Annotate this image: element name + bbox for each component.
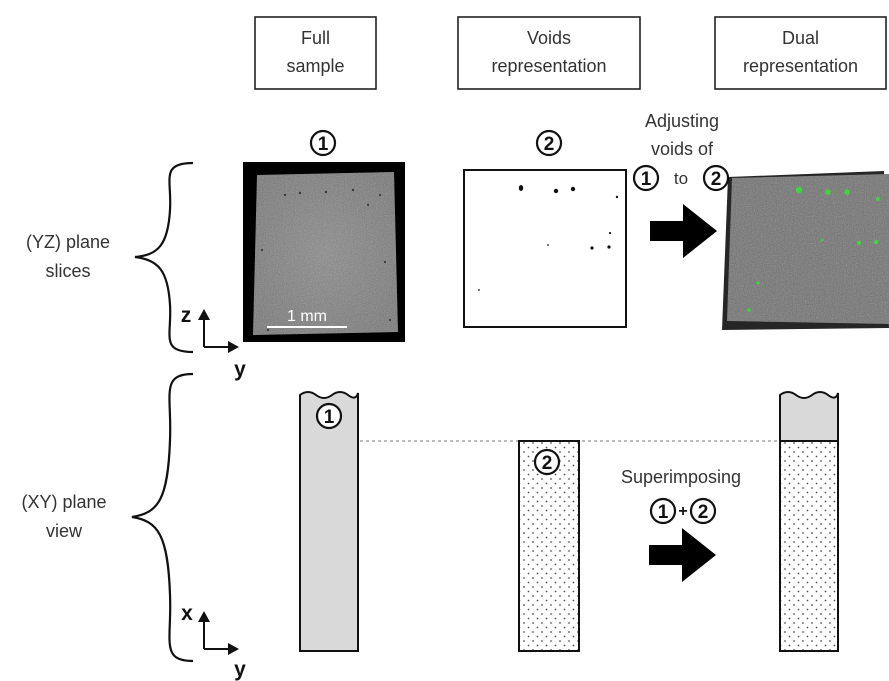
marker-two-top: 2 — [535, 129, 563, 157]
xy-label-line1: (XY) plane — [21, 492, 106, 512]
superimposing-plus: + — [678, 503, 687, 520]
yz-full-sample-slice: 1 mm — [243, 162, 405, 342]
yz-brace — [134, 161, 194, 354]
xy-full-marker-one: 1 — [324, 407, 335, 428]
xy-voids-marker-two: 2 — [542, 453, 553, 474]
marker-one-top: 1 — [309, 129, 337, 157]
yz-voids-slice — [463, 169, 627, 328]
header-dual-representation: Dual representation — [714, 16, 887, 90]
adjusting-line2: voids of — [651, 139, 714, 159]
adjusting-marker-two: 2 — [711, 169, 722, 190]
yz-axis-y: y — [234, 358, 246, 381]
adjusting-label: Adjusting voids of 1 to 2 — [632, 111, 730, 192]
adjusting-line1: Adjusting — [645, 111, 719, 131]
adjusting-marker-one: 1 — [641, 169, 652, 190]
yz-label-line1: (YZ) plane — [26, 232, 110, 252]
xy-axis-y: y — [234, 658, 246, 681]
xy-label-line2: view — [46, 521, 83, 541]
header-dual-line1: Dual — [782, 28, 819, 48]
superimposing-arrow — [649, 528, 716, 582]
superimposing-marker-one: 1 — [658, 502, 669, 523]
yz-axes: z y — [181, 304, 246, 381]
superimposing-label: Superimposing 1 + 2 — [621, 467, 741, 525]
xy-voids-column: 2 — [518, 440, 580, 652]
yz-row-label: (YZ) plane slices — [26, 232, 110, 281]
header-voids-line2: representation — [491, 56, 606, 76]
xy-axis-x: x — [181, 602, 193, 625]
xy-dual-column — [779, 391, 839, 652]
marker-two-top-digit: 2 — [544, 134, 555, 155]
superimposing-text: Superimposing — [621, 467, 741, 487]
header-full-sample: Full sample — [254, 16, 377, 90]
xy-row-label: (XY) plane view — [21, 492, 106, 541]
marker-one-top-digit: 1 — [318, 134, 329, 155]
header-voids-representation: Voids representation — [457, 16, 641, 90]
yz-axis-z: z — [181, 304, 192, 327]
yz-dual-slice — [722, 171, 889, 330]
header-voids-line1: Voids — [527, 28, 571, 48]
adjusting-to: to — [674, 169, 688, 188]
header-dual-line2: representation — [743, 56, 858, 76]
header-full-line2: sample — [286, 56, 344, 76]
adjusting-arrow — [650, 204, 717, 258]
xy-brace — [131, 372, 194, 663]
yz-label-line2: slices — [45, 261, 90, 281]
scale-bar-label: 1 mm — [287, 308, 327, 325]
superimposing-marker-two: 2 — [698, 502, 709, 523]
xy-axes: x y — [181, 602, 246, 681]
header-full-line1: Full — [301, 28, 330, 48]
xy-full-sample-column: 1 — [299, 391, 359, 652]
